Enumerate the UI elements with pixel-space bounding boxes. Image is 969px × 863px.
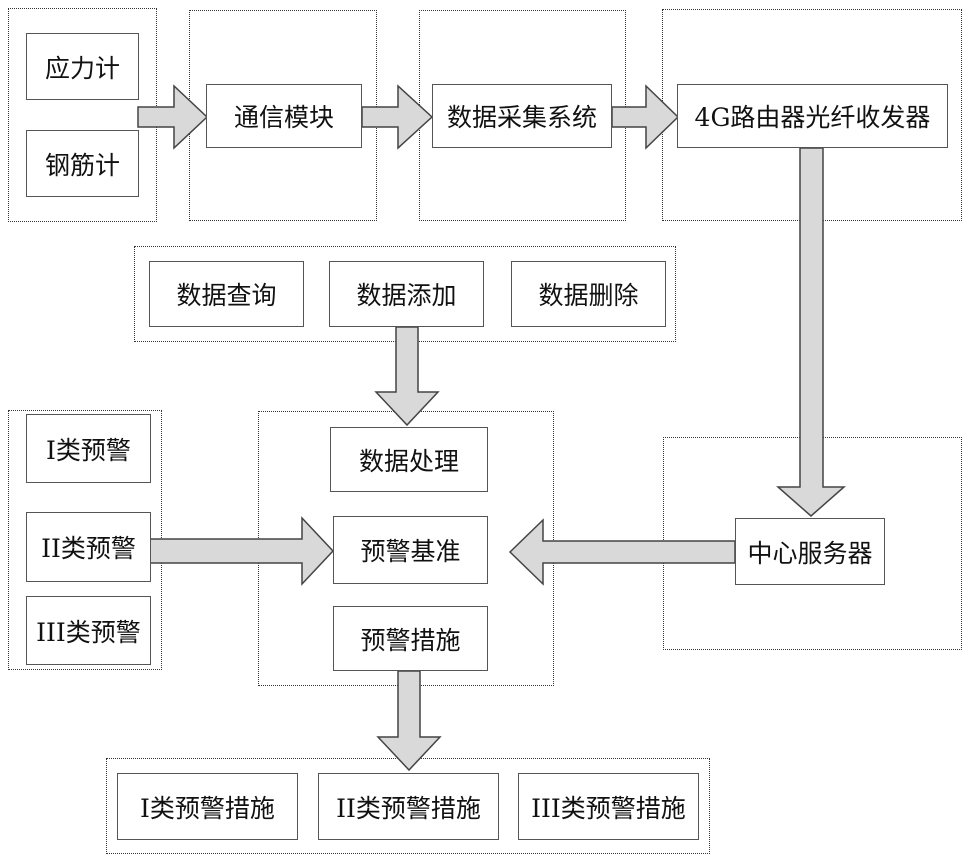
arrow-router-to-server [778,148,844,516]
rebar-meter-node: 钢筋计 [26,130,139,197]
router-transceiver-node: 4G路由器光纤收发器 [677,84,948,148]
data-processing-node: 数据处理 [330,427,488,492]
warning-measures-node: 预警措施 [333,606,488,671]
data-acquisition-node: 数据采集系统 [432,84,612,148]
arrow-sensors-to-comm [138,86,207,148]
data-add-node: 数据添加 [329,261,484,327]
class1-warning-node: I类预警 [26,414,151,483]
class2-measures-node: II类预警措施 [318,773,499,840]
warning-baseline-node: 预警基准 [333,516,488,584]
data-delete-node: 数据删除 [511,261,666,327]
stress-meter-node: 应力计 [26,33,139,100]
center-server-node: 中心服务器 [735,518,885,585]
arrow-acquisition-to-router [612,86,678,148]
arrow-measures-to-outputs [378,671,440,770]
arrow-warnclass-to-baseline [150,518,333,584]
class1-measures-node: I类预警措施 [117,773,298,840]
arrow-comm-to-acquisition [362,86,432,148]
data-query-node: 数据查询 [149,261,304,327]
arrow-dataadd-to-processing [376,327,438,425]
class2-warning-node: II类预警 [26,512,151,582]
comm-module-node: 通信模块 [206,84,362,148]
arrow-server-to-baseline [510,520,735,584]
class3-measures-node: III类预警措施 [518,773,699,840]
class3-warning-node: III类预警 [26,596,151,665]
